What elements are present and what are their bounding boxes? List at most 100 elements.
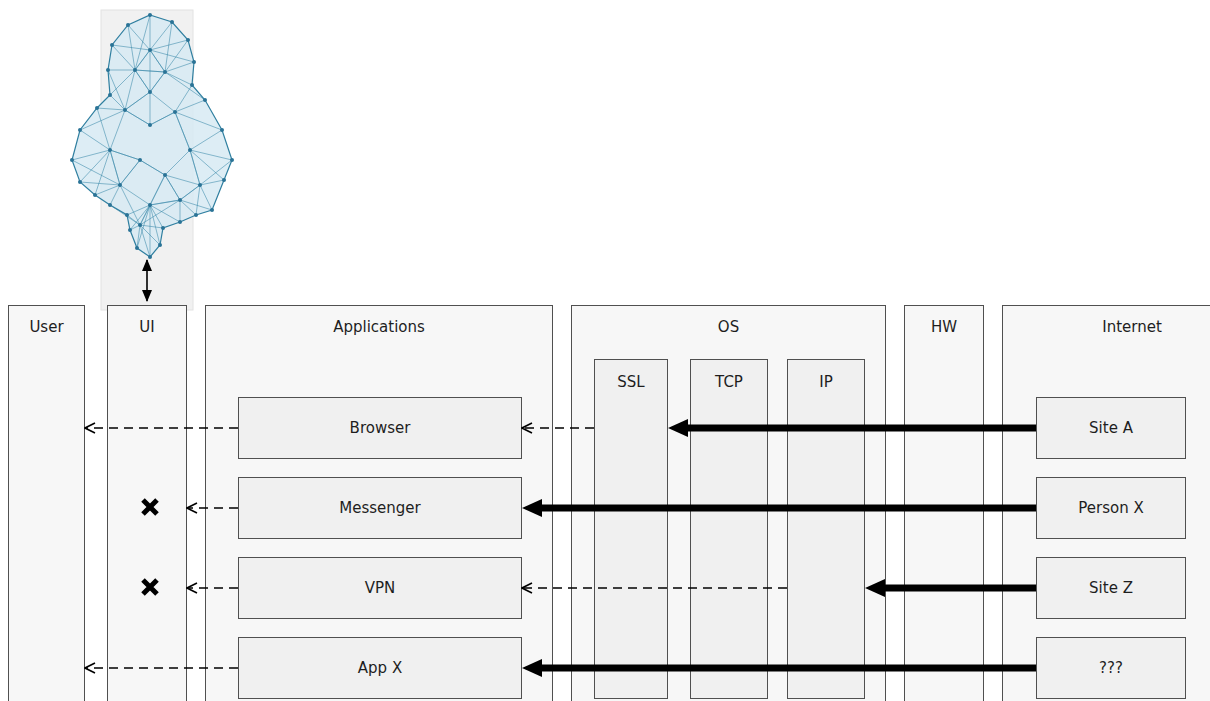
mesh-vertex: [138, 223, 142, 227]
mesh-vertex: [194, 213, 198, 217]
mesh-line: [150, 72, 165, 92]
mesh-line: [135, 70, 150, 92]
mesh-vertex: [173, 110, 177, 114]
mesh-line: [135, 70, 165, 72]
mesh-line: [190, 150, 200, 185]
mesh-line: [110, 205, 140, 225]
mesh-vertex: [158, 243, 162, 247]
mesh-vertex: [190, 83, 194, 87]
mesh-line: [180, 200, 212, 210]
mesh-line: [180, 185, 200, 200]
box-label: Site A: [1089, 419, 1133, 437]
layer-band: InternetSite APerson XSite Z???: [1002, 305, 1210, 701]
mesh-vertex: [161, 226, 165, 230]
mesh-vertex: [118, 183, 122, 187]
mesh-line: [140, 160, 165, 175]
mesh-line: [150, 205, 160, 245]
mesh-line: [180, 200, 181, 222]
mesh-vertex: [108, 203, 112, 207]
app-box: App X: [238, 637, 522, 699]
layer-band: OS SSL TCP IP: [571, 305, 886, 701]
mesh-line: [135, 70, 165, 72]
mesh-line: [72, 160, 120, 185]
mesh-line: [108, 70, 135, 71]
mesh-line: [95, 185, 120, 195]
ghost-outline: [72, 15, 232, 257]
mesh-vertex: [148, 255, 152, 259]
double-arrow: [146, 260, 148, 301]
mesh-line: [137, 225, 140, 248]
mesh-vertex: [106, 68, 110, 72]
mesh-line: [110, 95, 125, 110]
mesh-line: [150, 112, 175, 125]
mesh-line: [190, 130, 222, 150]
mesh-vertex: [138, 158, 142, 162]
mesh-vertex: [210, 208, 214, 212]
box-label: Browser: [350, 419, 411, 437]
mesh-vertex: [178, 198, 182, 202]
layer-label: Applications: [333, 318, 425, 336]
mesh-line: [165, 150, 190, 175]
mesh-line: [95, 150, 110, 195]
blocked-mark: [143, 580, 157, 594]
handoff-arrow: [187, 587, 238, 589]
mesh-line: [125, 70, 135, 110]
endpoint-box: ???: [1036, 637, 1186, 699]
mesh-vertex: [128, 228, 132, 232]
endpoint-box: Site Z: [1036, 557, 1186, 619]
mesh-line: [150, 15, 151, 50]
mesh-vertex: [163, 70, 167, 74]
mesh-vertex: [126, 23, 130, 27]
protocol-column: SSL: [594, 359, 668, 699]
box-label: ???: [1099, 659, 1123, 677]
mesh-line: [150, 50, 165, 72]
mesh-vertex: [70, 158, 74, 162]
mesh-line: [110, 185, 120, 205]
mesh-line: [110, 150, 120, 185]
mesh-vertex: [148, 48, 152, 52]
mesh-line: [128, 25, 135, 70]
data-flow-arrow: [542, 505, 1036, 512]
layer-label: TCP: [715, 373, 743, 391]
mesh-line: [150, 112, 175, 125]
mesh-line: [110, 150, 120, 185]
mesh-vertex: [148, 123, 152, 127]
layer-label: Internet: [1102, 318, 1162, 336]
mesh-vertex: [93, 193, 97, 197]
mesh-vertex: [95, 106, 99, 110]
mesh-line: [175, 112, 190, 150]
mesh-vertex: [203, 98, 207, 102]
mesh-line: [150, 175, 165, 205]
mesh-line: [150, 92, 175, 112]
layer-band: ApplicationsBrowserMessengerVPNApp X: [205, 305, 553, 701]
mesh-line: [150, 72, 165, 92]
box-label: App X: [358, 659, 402, 677]
mesh-vertex: [148, 203, 152, 207]
handoff-arrow: [187, 507, 238, 509]
layer-band: User: [8, 305, 85, 701]
data-flow-arrow: [885, 585, 1036, 592]
data-flow-arrow: [542, 665, 1036, 672]
layer-label: OS: [718, 318, 739, 336]
mesh-vertex: [108, 93, 112, 97]
mesh-line: [135, 70, 150, 92]
mesh-line: [165, 40, 188, 72]
layer-band: HW: [904, 305, 984, 701]
mesh-line: [80, 130, 110, 150]
mesh-line: [190, 150, 232, 160]
protocol-column: IP: [787, 359, 865, 699]
mesh-line: [125, 110, 150, 125]
mesh-vertex: [192, 60, 196, 64]
mesh-line: [140, 225, 150, 257]
mesh-line: [72, 150, 110, 160]
mesh-line: [140, 160, 165, 175]
mesh-vertex: [133, 68, 137, 72]
mesh-line: [120, 160, 140, 185]
mesh-vertex: [135, 246, 139, 250]
mesh-line: [80, 182, 120, 185]
mesh-line: [130, 205, 150, 230]
endpoint-box: Site A: [1036, 397, 1186, 459]
mesh-vertex: [188, 148, 192, 152]
mesh-line: [165, 175, 180, 200]
